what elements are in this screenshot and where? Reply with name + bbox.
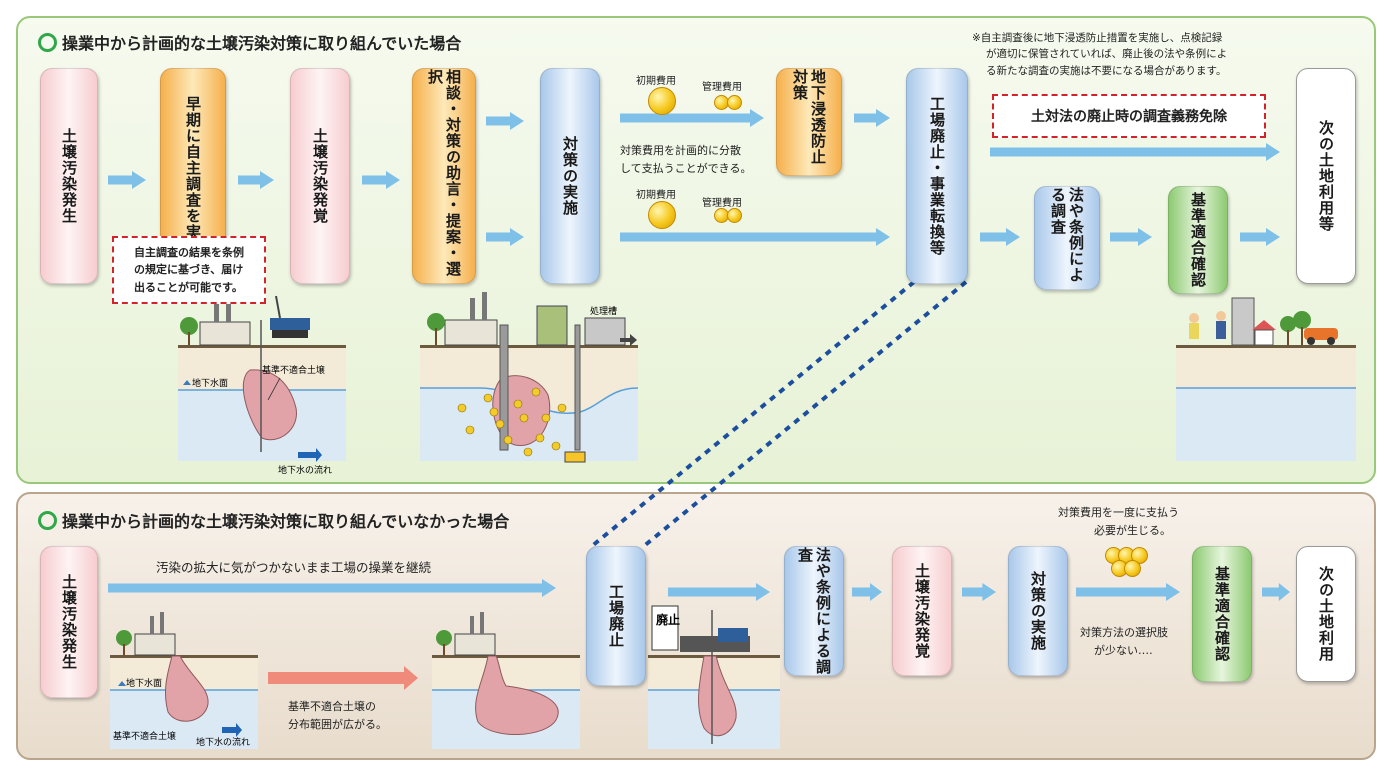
bottom-step-legal-survey: 法や条例による調査: [784, 546, 844, 676]
few-options-note: 対策方法の選択肢が少ない‥‥: [1080, 626, 1168, 657]
self-report-note-box: 自主調査の結果を条例の規定に基づき、届け出ることが可能です。: [112, 236, 266, 304]
flow-arrow-top-10: [1240, 228, 1280, 246]
flow-arrow-top-0: [108, 171, 146, 189]
top-step-infiltration-prevention: 地下浸透防止対策: [776, 68, 842, 176]
circle-mark-icon: [38, 511, 57, 530]
particle-12: [503, 435, 513, 445]
flow-arrow-top-6: [620, 228, 890, 246]
dashed-link-left: [590, 280, 916, 548]
bottom-step-standard-check: 基準適合確認: [1192, 546, 1252, 682]
flow-arrow-top-9: [1110, 228, 1152, 246]
ill1-water-label: 地下水面: [192, 377, 228, 389]
particle-6: [495, 419, 505, 429]
particle-0: [457, 403, 467, 413]
particle-7: [557, 403, 567, 413]
illustration-closed-survey: [648, 605, 780, 749]
particle-8: [465, 425, 475, 435]
particle-9: [535, 433, 545, 443]
particle-3: [531, 387, 541, 397]
flow-arrow-bottom-3: [962, 583, 996, 601]
ill2-tank-label: 処理槽: [590, 305, 617, 317]
bottom-step-contamination-occurs: 土壌汚染発生: [40, 546, 98, 698]
bottom-soil-label: 基準不適合土壌: [113, 730, 176, 742]
particle-2: [513, 399, 523, 409]
bottom-step-implement-measures: 対策の実施: [1008, 546, 1068, 676]
particle-4: [519, 413, 529, 423]
top-step-consultation: 相談・対策の助言・提案・選択: [412, 68, 476, 284]
mgmt-cost-label-1: 管理費用: [702, 82, 742, 93]
flow-arrow-top-8: [980, 228, 1020, 246]
top-step-contamination-found: 土壌汚染発覚: [290, 68, 350, 284]
bottom-step-next-land-use: 次の土地利用: [1296, 546, 1356, 682]
exemption-footnote: ※自主調査後に地下浸透防止措置を実施し、点検記録 が適切に保管されていれば、廃止…: [972, 32, 1228, 77]
mgmt-cost-label-2: 管理費用: [702, 198, 742, 209]
section-title-top: 操業中から計画的な土壌汚染対策に取り組んでいた場合: [38, 30, 461, 54]
particle-13: [489, 407, 499, 417]
top-step-factory-closure: 工場廃止・事業転換等: [906, 68, 968, 284]
flow-arrow-top-11: [990, 143, 1280, 161]
spread-arrow: [268, 666, 418, 690]
top-step-contamination-occurs: 土壌汚染発生: [40, 68, 98, 284]
bottom-step-factory-closure: 工場廃止: [586, 546, 646, 686]
top-step-legal-survey: 法や条例による調査: [1034, 186, 1100, 290]
flow-arrow-top-3: [486, 112, 524, 130]
flow-arrow-bottom-5: [1262, 583, 1290, 601]
coin-icon: [648, 87, 676, 115]
flow-arrow-bottom-4: [1076, 583, 1180, 601]
coin-icon: [727, 208, 742, 223]
cost-distribute-note: 対策費用を計画的に分散して支払うことができる。: [620, 144, 752, 175]
one-time-cost-note: 対策費用を一度に支払う必要が生じる。: [1058, 506, 1179, 537]
coin-icon: [727, 95, 742, 110]
bottom-step-contamination-found: 土壌汚染発覚: [892, 546, 952, 676]
particle-11: [523, 447, 533, 457]
ill1-soil-label: 基準不適合土壌: [262, 364, 325, 376]
top-step-next-land-use: 次の土地利用等: [1296, 68, 1356, 284]
section-title-bottom: 操業中から計画的な土壌汚染対策に取り組んでいなかった場合: [38, 508, 509, 532]
closed-sign-text: 廃止: [656, 612, 680, 627]
particle-1: [483, 393, 493, 403]
spread-note: 基準不適合土壌の分布範囲が広がる。: [288, 700, 387, 731]
particle-5: [541, 413, 551, 423]
survey-exemption-box: 土対法の廃止時の調査義務免除: [992, 94, 1266, 138]
remediation-particles: [457, 387, 567, 457]
bottom-flow-label: 地下水の流れ: [196, 736, 250, 748]
dashed-link-right: [642, 280, 968, 548]
top-step-implement-measures: 対策の実施: [540, 68, 600, 284]
flow-arrows: [108, 109, 1290, 690]
particle-10: [551, 441, 561, 451]
flow-arrow-top-4: [486, 228, 524, 246]
ill1-flow-label: 地下水の流れ: [278, 464, 332, 476]
illustration-remediation: [420, 292, 639, 463]
illustration-spread-contamination: [432, 612, 580, 749]
coin-icon: [1124, 560, 1141, 577]
flow-arrow-bottom-2: [852, 583, 882, 601]
flow-arrow-bottom-0: [108, 579, 556, 597]
illustration-early-contamination: [110, 612, 258, 749]
continue-operation-note: 汚染の拡大に気がつかないまま工場の操業を継続: [156, 560, 432, 575]
flow-arrow-top-7: [854, 109, 890, 127]
top-step-standard-check: 基準適合確認: [1168, 186, 1228, 294]
coin-icon: [648, 201, 676, 229]
flow-arrow-top-2: [362, 171, 400, 189]
initial-cost-label-2: 初期費用: [636, 190, 676, 201]
initial-cost-label-1: 初期費用: [636, 76, 676, 87]
flow-arrow-bottom-1: [668, 583, 770, 601]
flow-arrow-top-5: [620, 109, 764, 127]
flow-arrow-top-1: [238, 171, 274, 189]
bottom-water-label: 地下水面: [126, 677, 162, 689]
circle-mark-icon: [38, 33, 57, 52]
illustration-self-survey: [178, 295, 346, 462]
illustration-next-land-use: [1176, 297, 1356, 461]
